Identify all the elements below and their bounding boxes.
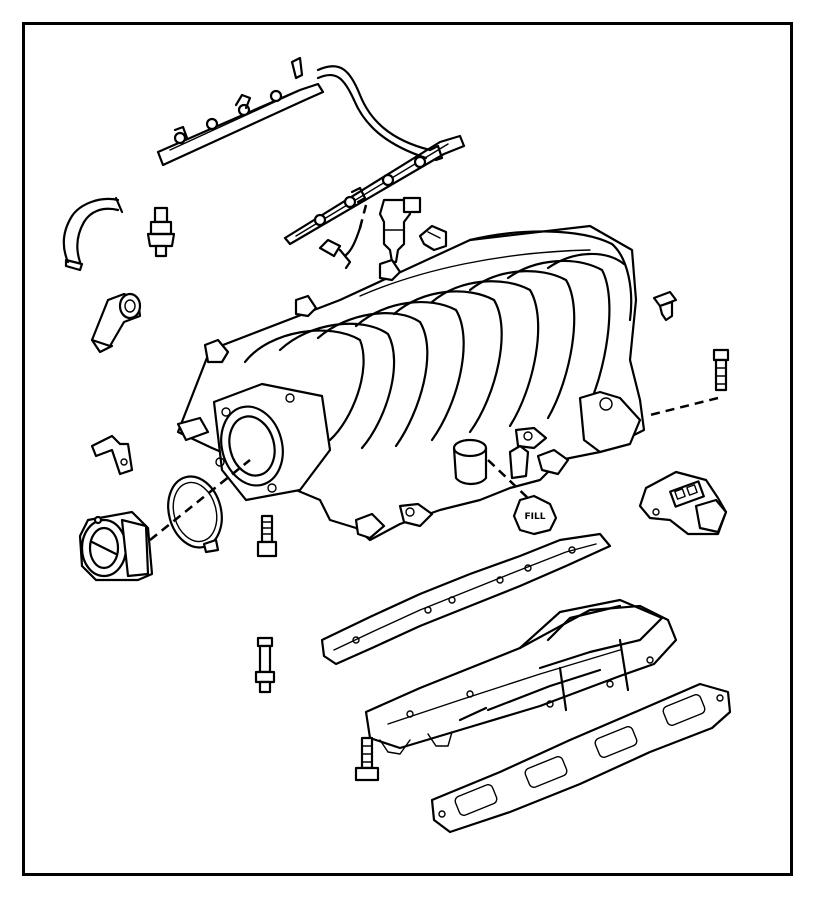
- throttle-body-bolt: [256, 514, 278, 558]
- vent-hose: [62, 196, 124, 272]
- injector-clip: [418, 224, 448, 252]
- throttle-body: [78, 510, 154, 582]
- map-sensor: [638, 470, 728, 536]
- fuel-supply-tube: [316, 65, 432, 160]
- tray-bolt: [354, 736, 380, 782]
- mounting-bracket: [90, 434, 134, 476]
- intake-manifold: [176, 224, 646, 542]
- fuel-rail: [156, 56, 466, 246]
- fill-cap-label: FILL: [525, 512, 546, 522]
- pcv-elbow: [90, 292, 142, 354]
- fuel-injector: [378, 196, 422, 264]
- push-pin-fastener: [652, 290, 678, 322]
- throttle-body-gasket: [149, 459, 251, 554]
- stud-bolt: [645, 348, 730, 418]
- tube-fitting: [254, 636, 276, 694]
- pcv-valve: [146, 206, 176, 258]
- wire-connector: [318, 204, 368, 270]
- manifold-tray: [364, 598, 678, 755]
- oil-fill-cap: FILL: [487, 459, 558, 536]
- upper-gasket: [320, 532, 612, 666]
- lower-gasket: [430, 682, 732, 834]
